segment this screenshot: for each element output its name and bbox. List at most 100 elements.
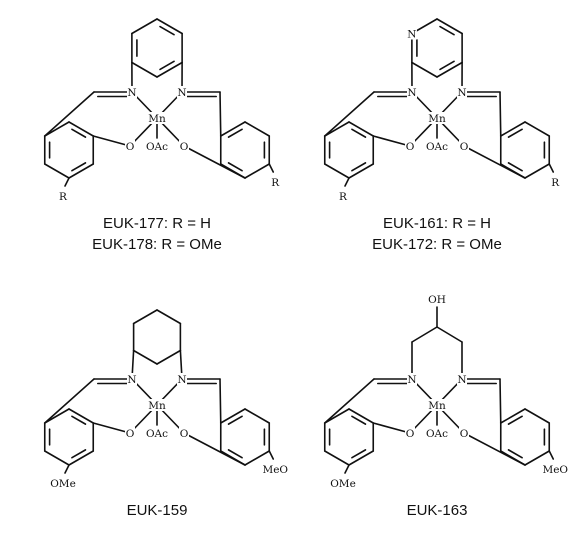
bridge-ring-bond xyxy=(131,18,158,35)
acetate-ligand: OAc xyxy=(426,141,448,153)
left-ring-to-imine xyxy=(43,378,95,424)
cyclohexane-bond xyxy=(132,349,158,365)
double-bond-inner xyxy=(351,415,367,425)
double-bond-inner xyxy=(351,128,367,138)
atom-label-background xyxy=(145,140,169,152)
left-phenolate-bond xyxy=(92,422,131,434)
double-bond-inner xyxy=(507,128,523,138)
acetate-ligand: OAc xyxy=(146,141,168,153)
compound-caption-line: EUK-177: R = H xyxy=(103,215,211,232)
right-phenolate-oxygen: O xyxy=(180,141,189,153)
atom-label-background xyxy=(148,112,166,124)
right-imine-nitrogen: N xyxy=(457,87,466,99)
left-substituent-bond xyxy=(344,464,350,474)
left-r-substituent: R xyxy=(339,191,348,203)
compound-caption-line: EUK-163 xyxy=(407,502,468,519)
atom-label-background xyxy=(179,427,189,439)
right-r-substituent: MeO xyxy=(262,464,288,476)
double-bond-inner xyxy=(71,162,87,172)
bridge-ring-bond xyxy=(411,61,438,78)
right-substituent-bond xyxy=(268,163,275,173)
atom-label-background xyxy=(177,86,187,98)
atom-label-background xyxy=(127,373,137,385)
double-bond-inner xyxy=(159,25,175,36)
atom-label-background xyxy=(459,140,469,152)
left-phenyl-bond xyxy=(348,163,375,179)
left-phenyl-bond xyxy=(348,121,375,137)
atom-label-background xyxy=(425,140,449,152)
manganese-atom: Mn xyxy=(428,113,446,125)
double-bond-inner xyxy=(507,162,523,172)
double-bond-inner xyxy=(351,162,367,172)
atom-label-background xyxy=(148,399,166,411)
double-bond-inner xyxy=(351,449,367,459)
double-bond-inner xyxy=(227,415,243,425)
right-substituent-bond xyxy=(548,450,555,460)
manganese-atom: Mn xyxy=(148,113,166,125)
left-phenyl-bond xyxy=(323,408,350,424)
atom-label-background xyxy=(459,427,469,439)
double-bond-inner xyxy=(71,449,87,459)
left-phenyl-bond xyxy=(68,450,95,466)
left-phenolate-bond xyxy=(372,422,411,434)
atom-label-background xyxy=(407,373,417,385)
right-r-substituent: MeO xyxy=(542,464,568,476)
double-bond-inner xyxy=(439,60,455,71)
right-substituent-bond xyxy=(548,163,555,173)
compound-caption-line: EUK-172: R = OMe xyxy=(372,236,502,253)
right-imine-nitrogen: N xyxy=(457,374,466,386)
double-bond-inner xyxy=(227,449,243,459)
left-substituent-bond xyxy=(64,177,70,187)
acetate-ligand: OAc xyxy=(146,428,168,440)
left-phenolate-oxygen: O xyxy=(406,428,415,440)
left-r-substituent: OMe xyxy=(330,478,356,490)
atom-label-background xyxy=(179,140,189,152)
right-ring-to-imine xyxy=(499,378,502,424)
left-phenyl-bond xyxy=(348,450,375,466)
acetate-ligand: OAc xyxy=(426,428,448,440)
left-imine-nitrogen: N xyxy=(407,374,416,386)
left-phenyl-bond xyxy=(68,408,95,424)
right-ring-to-imine xyxy=(219,91,222,137)
right-ring-to-imine xyxy=(219,378,222,424)
atom-label-background xyxy=(457,86,467,98)
compound-caption-line: EUK-159 xyxy=(127,502,188,519)
compound-caption-line: EUK-161: R = H xyxy=(383,215,491,232)
atom-label-background xyxy=(428,112,446,124)
left-phenyl-bond xyxy=(43,408,70,424)
atom-label-background xyxy=(405,427,415,439)
atom-label-background xyxy=(425,427,449,439)
bridge-ring-bond xyxy=(156,18,183,35)
cyclohexane-bond xyxy=(156,309,182,325)
double-bond-inner xyxy=(159,60,175,71)
bridge-ring-bond xyxy=(436,61,463,78)
atom-label-background xyxy=(177,373,187,385)
right-phenyl-bond xyxy=(219,121,246,137)
left-r-substituent: OMe xyxy=(50,478,76,490)
manganese-atom: Mn xyxy=(428,400,446,412)
double-bond-inner xyxy=(227,128,243,138)
compound-caption-line: EUK-178: R = OMe xyxy=(92,236,222,253)
right-r-substituent: R xyxy=(551,177,560,189)
right-r-substituent: R xyxy=(271,177,280,189)
right-phenyl-bond xyxy=(244,408,271,424)
right-phenyl-bond xyxy=(219,408,246,424)
atom-label-background xyxy=(125,140,135,152)
left-imine-nitrogen: N xyxy=(127,87,136,99)
double-bond-inner xyxy=(71,415,87,425)
atom-label-background xyxy=(407,86,417,98)
bridge-ring-bond xyxy=(436,18,463,35)
left-phenyl-bond xyxy=(323,163,350,179)
right-phenolate-oxygen: O xyxy=(460,428,469,440)
left-phenyl-bond xyxy=(43,121,70,137)
atom-label-background xyxy=(127,86,137,98)
right-imine-nitrogen: N xyxy=(177,374,186,386)
atom-label-background xyxy=(125,427,135,439)
left-phenyl-bond xyxy=(323,121,350,137)
right-phenolate-bond xyxy=(183,432,246,466)
atom-label-background xyxy=(406,27,417,40)
